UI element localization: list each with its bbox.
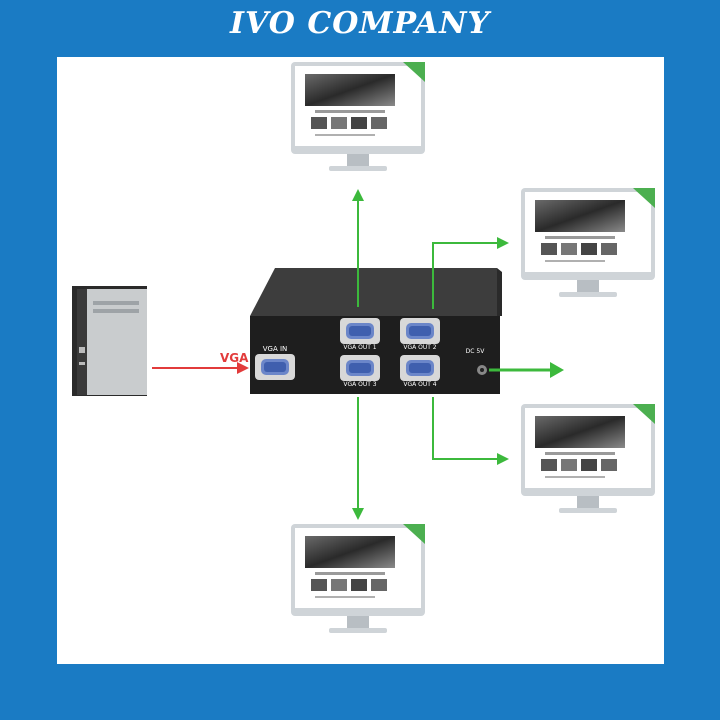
monitor-icon	[291, 62, 425, 171]
output-arrow-bottom	[352, 397, 364, 520]
monitor-icon	[291, 524, 425, 633]
vga-out-1-label: VGA OUT 1	[343, 344, 376, 351]
company-title: IVO COMPANY	[229, 6, 491, 41]
power-port-label: DC 5V	[466, 348, 486, 355]
vga-splitter-icon	[250, 268, 502, 394]
output-arrow-top-right	[432, 237, 509, 309]
vga-out-4-label: VGA OUT 4	[403, 381, 436, 388]
diagram-canvas: VGA VGA IN VGA OUT 1 VGA OUT 2 VGA OUT 3…	[57, 57, 664, 664]
connection-diagram: VGA VGA IN VGA OUT 1 VGA OUT 2 VGA OUT 3…	[72, 62, 655, 633]
output-arrow-bottom-right	[432, 397, 509, 465]
desktop-pc-icon	[72, 286, 147, 396]
monitor-icon	[521, 188, 655, 297]
vga-input-arrow	[152, 362, 249, 374]
vga-out-2-label: VGA OUT 2	[403, 344, 436, 351]
vga-in-port-label: VGA IN	[263, 345, 288, 353]
monitor-icon	[521, 404, 655, 513]
power-arrow	[489, 362, 564, 378]
vga-out-3-label: VGA OUT 3	[343, 381, 376, 388]
vga-input-label: VGA	[220, 351, 249, 365]
output-arrow-top	[352, 189, 364, 307]
